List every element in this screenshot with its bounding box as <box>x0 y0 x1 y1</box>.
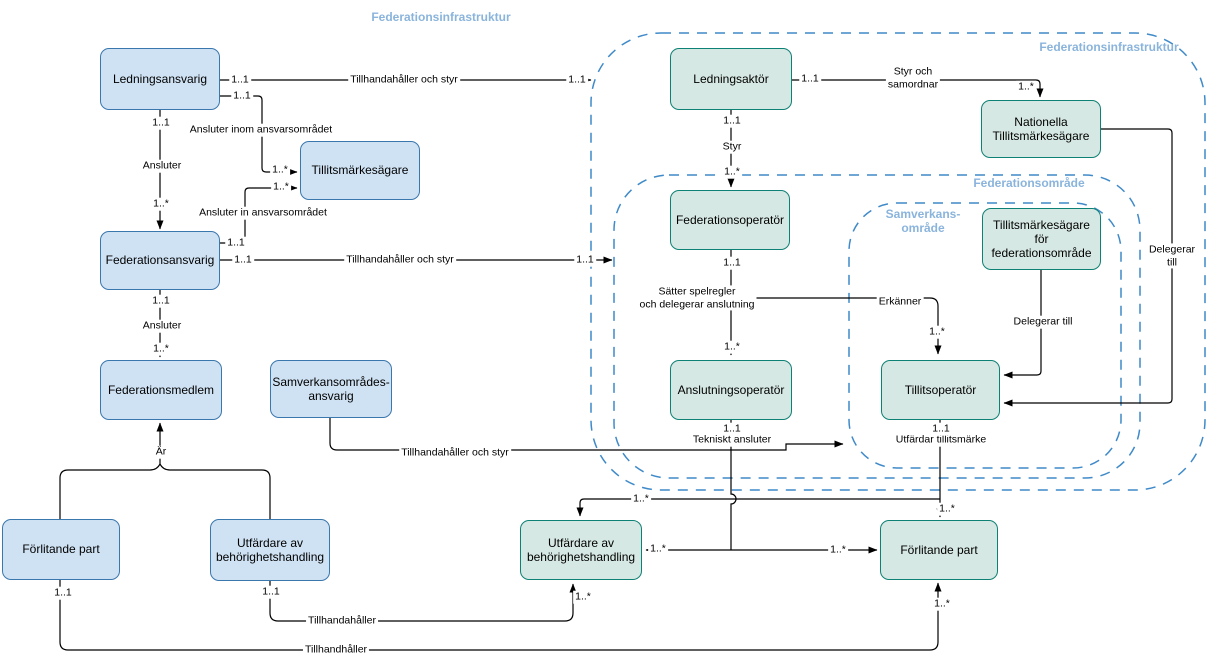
multiplicity-label: 1..* <box>722 340 742 354</box>
multiplicity-label: 1..1 <box>930 422 952 436</box>
edge-label-utfardar-tillitsmarke: Utfärdar tillitsmärke <box>893 433 989 447</box>
edge-label-erkanner: Erkänner <box>876 295 924 309</box>
edge-utfardar-tillitsmarke-vanster <box>576 498 940 517</box>
multiplicity-label: 1..* <box>648 542 668 556</box>
container-federationsomrade[interactable] <box>613 174 1141 479</box>
node-federationsoperator[interactable]: Federationsoperatör <box>670 190 790 250</box>
edge-label-tillhandahaller: Tillhandahåller <box>306 614 378 628</box>
edge-label-delegerar-till: Delegerar till <box>1146 243 1198 269</box>
node-ledningsaktor[interactable]: Ledningsaktör <box>670 48 792 110</box>
edge-label-ansluter-in-ansvarsomradet: Ansluter in ansvarsområdet <box>197 206 329 220</box>
multiplicity-label: 1..1 <box>574 253 596 267</box>
edge-delegerar-till-inre <box>1003 270 1042 379</box>
edge-label-styr: Styr <box>720 140 744 154</box>
node-tillitsmarkesagare-federationsomrade[interactable]: Tillitsmärkesägare för federationsområde <box>982 208 1101 270</box>
multiplicity-label: 1..1 <box>721 256 743 270</box>
edge-label-satter-spelregler: Sätter spelregler och delegerar anslutni… <box>637 285 757 311</box>
edge-label-styr-och-samordnar: Styr och samordnar <box>885 65 941 91</box>
multiplicity-label: 1..1 <box>566 73 588 87</box>
multiplicity-label: 1..* <box>1016 80 1036 94</box>
multiplicity-label: 1..* <box>573 590 593 604</box>
multiplicity-label: 1..* <box>932 597 952 611</box>
multiplicity-label: 1..* <box>631 492 651 506</box>
edge-erkanner <box>731 297 942 355</box>
multiplicity-label: 1..1 <box>150 116 172 130</box>
multiplicity-label: 1..* <box>927 325 947 339</box>
container-label-federationsomrade: Federationsområde <box>973 176 1085 190</box>
edge-label-ar: Är <box>153 445 169 459</box>
multiplicity-label: 1..1 <box>225 236 247 250</box>
node-federationsansvarig[interactable]: Federationsansvarig <box>100 231 220 290</box>
multiplicity-label: 1..* <box>271 180 291 194</box>
multiplicity-label: 1..* <box>828 543 848 557</box>
edge-label-tillhandahaller-och-styr: Tillhandahåller och styr <box>344 253 456 267</box>
node-nationella-tillitsmarkesagare[interactable]: Nationella Tillitsmärkesägare <box>981 100 1101 158</box>
edge-ar-brace <box>59 462 271 519</box>
edge-styr-och-samordnar <box>792 79 1044 98</box>
node-anslutningsoperator[interactable]: Anslutningsoperatör <box>670 360 792 420</box>
multiplicity-label: 1..1 <box>721 114 743 128</box>
container-label-federationsinfrastruktur: Federationsinfrastruktur <box>1039 40 1179 54</box>
node-ledningsansvarig[interactable]: Ledningsansvarig <box>100 48 220 110</box>
multiplicity-label: 1..* <box>937 502 957 516</box>
node-forlitande-part-vanster[interactable]: Förlitande part <box>2 519 120 580</box>
multiplicity-label: 1..1 <box>229 73 251 87</box>
multiplicity-label: 1..1 <box>150 294 172 308</box>
node-tillitsoperator[interactable]: Tillitsoperatör <box>881 360 1000 420</box>
node-utfardare-vanster[interactable]: Utfärdare av behörighetshandling <box>210 519 330 581</box>
multiplicity-label: 1..1 <box>232 253 254 267</box>
multiplicity-label: 1..* <box>151 197 171 211</box>
edge-label-tillhandhaller: Tillhandhåller <box>302 643 370 657</box>
multiplicity-label: 1..1 <box>799 72 821 86</box>
multiplicity-label: 1..1 <box>721 422 743 436</box>
edge-tillhandhaller <box>59 580 942 651</box>
edge-label-ansluter: Ansluter <box>140 319 184 333</box>
multiplicity-label: 1..1 <box>231 89 253 103</box>
container-samverkansomrade[interactable] <box>848 202 1122 469</box>
multiplicity-label: 1..* <box>722 165 742 179</box>
node-federationsmedlem[interactable]: Federationsmedlem <box>100 360 222 420</box>
edge-label-delegerar-till: Delegerar till <box>1011 315 1075 329</box>
edge-label-ansluter-inom-ansvarsomradet: Ansluter inom ansvarsområdet <box>187 123 335 137</box>
node-utfardare-hoger[interactable]: Utfärdare av behörighetshandling <box>520 520 642 580</box>
node-samverkansomradesansvarig[interactable]: Samverkansområdes- ansvarig <box>270 360 392 418</box>
edge-label-tillhandahaller-och-styr: Tillhandahåller och styr <box>399 446 511 460</box>
edge-tillhandahaller <box>269 581 577 622</box>
container-label-samverkansomrade: Samverkans- område <box>885 207 961 235</box>
multiplicity-label: 1..* <box>151 342 171 356</box>
multiplicity-label: 1..1 <box>260 585 282 599</box>
edge-label-ansluter: Ansluter <box>140 159 184 173</box>
node-forlitande-part-hoger[interactable]: Förlitande part <box>880 520 998 580</box>
edge-samverkans-tillhandahaller-och-styr <box>329 418 844 451</box>
multiplicity-label: 1..1 <box>52 586 74 600</box>
node-tillitsmarkesagare[interactable]: Tillitsmärkesägare <box>300 141 420 200</box>
outside-container-label: Federationsinfrastruktur <box>371 10 511 24</box>
edge-label-tillhandahaller-och-styr: Tillhandahåller och styr <box>348 73 460 87</box>
multiplicity-label: 1..* <box>270 163 290 177</box>
edge-label-tekniskt-ansluter: Tekniskt ansluter <box>690 433 774 447</box>
